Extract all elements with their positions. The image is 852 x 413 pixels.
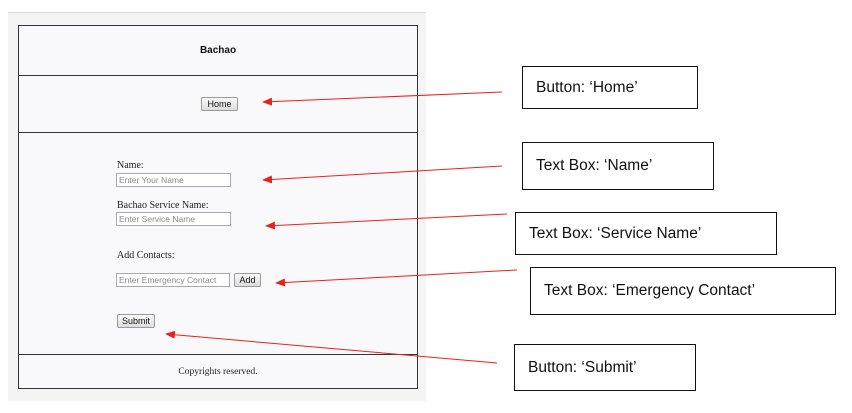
name-input[interactable] bbox=[116, 173, 231, 187]
callout-name: Text Box: ‘Name’ bbox=[522, 142, 714, 190]
footer-text: Copyrights reserved. bbox=[178, 367, 258, 377]
app-title: Bachao bbox=[199, 45, 237, 56]
service-name-input[interactable] bbox=[116, 212, 231, 226]
arrow-home bbox=[262, 91, 503, 106]
add-contacts-label: Add Contacts: bbox=[117, 250, 175, 261]
arrow-name bbox=[262, 165, 503, 184]
name-label: Name: bbox=[117, 160, 144, 171]
arrow-service-name bbox=[265, 213, 508, 230]
submit-button[interactable]: Submit bbox=[117, 314, 155, 328]
callout-home: Button: ‘Home’ bbox=[522, 66, 698, 109]
callout-submit: Button: ‘Submit’ bbox=[514, 344, 696, 391]
emergency-contact-input[interactable] bbox=[116, 273, 230, 287]
arrow-emergency-contact bbox=[275, 269, 518, 287]
arrow-submit bbox=[165, 330, 498, 364]
app-frame: Bachao Home Name: Bachao Service Name: A… bbox=[18, 25, 418, 389]
home-button[interactable]: Home bbox=[201, 97, 238, 111]
header-section: Bachao bbox=[19, 26, 417, 76]
nav-section: Home bbox=[19, 76, 417, 133]
service-name-label: Bachao Service Name: bbox=[117, 200, 209, 211]
footer-section: Copyrights reserved. bbox=[19, 354, 417, 388]
callout-emergency-contact: Text Box: ‘Emergency Contact’ bbox=[530, 267, 836, 315]
callout-service-name: Text Box: ‘Service Name’ bbox=[515, 212, 777, 255]
add-contact-button[interactable]: Add bbox=[234, 273, 261, 287]
